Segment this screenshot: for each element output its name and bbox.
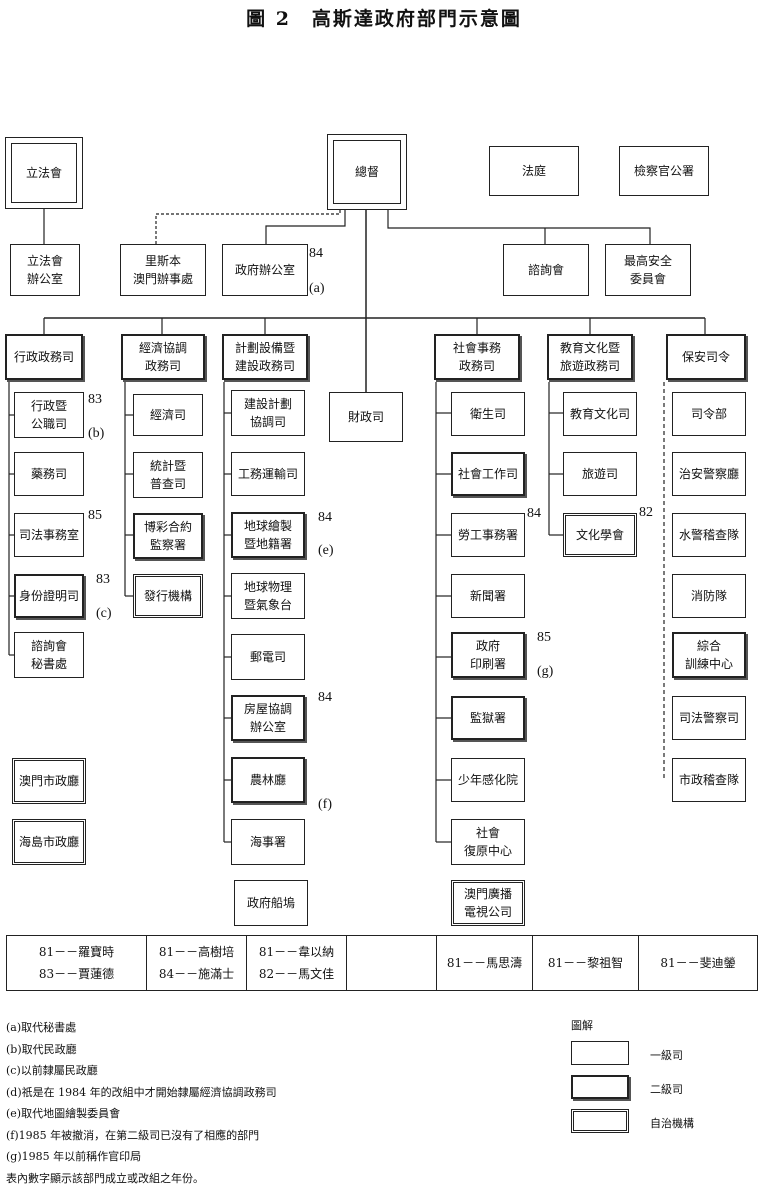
officials-cell-3 [347,936,437,990]
planning-secretariat-box: 計劃設備暨 建設政務司 [222,334,308,380]
social-dept-7: 社會 復原中心 [451,819,525,865]
officials-table: 81－－羅寶時 83－－賈蓮德 81－－高樹培 84－－施滿士 81－－韋以納 … [6,935,758,991]
note-planning-6: (f) [318,797,332,813]
footnote-d: (d)祇是在 1984 年的改組中才開始隸屬經濟協調政務司 [6,1082,277,1104]
econ-secretariat-box: 經濟協調 政務司 [121,334,205,380]
legislature-label: 立法會 [11,143,77,203]
note-planning-2: (e) [318,543,334,559]
footnote-c: (c)以前隸屬民政廳 [6,1060,277,1082]
prosecutor-box: 檢察官公署 [619,146,709,196]
security-dept-3: 消防隊 [672,574,746,618]
year-admin-0: 83 [88,392,102,408]
security-dept-5: 司法警察司 [672,696,746,740]
social-dept-2: 勞工事務署 [451,513,525,557]
municipal-1: 海島市政廳 [12,819,86,865]
officials-cell-5: 81－－黎祖智 [533,936,639,990]
security-secretariat-box: 保安司令 [666,334,746,380]
officials-cell-0: 81－－羅寶時 83－－賈蓮德 [7,936,147,990]
footnotes: (a)取代秘書處 (b)取代民政廳 (c)以前隸屬民政廳 (d)祇是在 1984… [6,1017,277,1189]
security-dept-1: 治安警察廳 [672,452,746,496]
security-council-box: 最高安全 委員會 [605,244,691,296]
officials-cell-2: 81－－韋以納 82－－馬文佳 [247,936,347,990]
admin-dept-2: 司法事務室 [14,513,84,557]
legend-level1-label: 一級司 [650,1047,683,1063]
admin-dept-3: 身份證明司 [14,574,84,618]
year-education-2: 82 [639,505,653,521]
year-planning-2: 84 [318,510,332,526]
year-admin-3: 83 [96,572,110,588]
education-dept-1: 旅遊司 [563,452,637,496]
officials-cell-4: 81－－馬思濤 [437,936,533,990]
social-dept-5: 監獄署 [451,696,525,740]
note-gov-office: (a) [309,281,325,297]
planning-dept-5: 房屋協調 辦公室 [231,695,305,741]
legend-level2-swatch [571,1075,629,1099]
social-secretariat-box: 社會事務 政務司 [434,334,520,380]
court-box: 法庭 [489,146,579,196]
legend: 圖解 一級司 二級司 自治機構 [565,1017,755,1137]
econ-dept-3: 發行機構 [133,574,203,618]
footnote-f: (f)1985 年被撤消，在第二級司已沒有了相應的部門 [6,1125,277,1147]
planning-dept-8: 政府船塢 [234,880,308,926]
legend-title: 圖解 [571,1017,593,1033]
lisbon-office-box: 里斯本 澳門辦事處 [120,244,206,296]
social-dept-3: 新聞署 [451,574,525,618]
officials-cell-6: 81－－斐迪鎣 [639,936,757,990]
finance-box: 財政司 [329,392,403,442]
consultative-box: 諮詢會 [503,244,589,296]
municipal-0: 澳門市政廳 [12,758,86,804]
year-social-2: 84 [527,506,541,522]
footnote-b: (b)取代民政廳 [6,1039,277,1061]
governor-box: 總督 [327,134,407,210]
legend-level1-swatch [571,1041,629,1065]
note-social-4: (g) [537,664,553,680]
planning-dept-0: 建設計劃 協調司 [231,390,305,436]
social-dept-0: 衛生司 [451,392,525,436]
officials-cell-1: 81－－高樹培 84－－施滿士 [147,936,247,990]
year-planning-5: 84 [318,690,332,706]
gov-office-box: 政府辦公室 [222,244,308,296]
planning-dept-4: 郵電司 [231,634,305,680]
legend-autonomous-label: 自治機構 [650,1115,694,1131]
legend-autonomous-swatch [571,1109,629,1133]
year-social-4: 85 [537,630,551,646]
legislature-box: 立法會 [5,137,83,209]
planning-dept-6: 農林廳 [231,757,305,803]
admin-dept-1: 藥務司 [14,452,84,496]
admin-dept-0: 行政暨 公職司 [14,392,84,438]
econ-dept-1: 統計暨 普查司 [133,452,203,498]
footnote-g: (g)1985 年以前稱作官印局 [6,1146,277,1168]
social-dept-8: 澳門廣播 電視公司 [451,880,525,926]
governor-label: 總督 [333,140,401,204]
planning-dept-2: 地球繪製 暨地籍署 [231,512,305,558]
security-dept-6: 市政稽查隊 [672,758,746,802]
planning-dept-7: 海事署 [231,819,305,865]
legend-level2-label: 二級司 [650,1081,683,1097]
econ-dept-0: 經濟司 [133,394,203,436]
education-secretariat-box: 教育文化暨 旅遊政務司 [547,334,633,380]
admin-secretariat-box: 行政政務司 [5,334,83,380]
note-admin-3: (c) [96,606,112,622]
year-gov-office: 84 [309,246,323,262]
planning-dept-3: 地球物理 暨氣象台 [231,573,305,619]
education-dept-2: 文化學會 [563,513,637,557]
security-dept-0: 司令部 [672,392,746,436]
social-dept-1: 社會工作司 [451,452,525,496]
admin-dept-4: 諮詢會 秘書處 [14,632,84,678]
econ-dept-2: 博彩合約 監察署 [133,513,203,559]
education-dept-0: 教育文化司 [563,392,637,436]
footnote-e: (e)取代地圖繪製委員會 [6,1103,277,1125]
social-dept-4: 政府 印刷署 [451,632,525,678]
social-dept-6: 少年感化院 [451,758,525,802]
year-admin-2: 85 [88,508,102,524]
note-admin-0: (b) [88,426,104,442]
footnote-a: (a)取代秘書處 [6,1017,277,1039]
planning-dept-1: 工務運輸司 [231,452,305,496]
footnote-years: 表內數字顯示該部門成立或改組之年份。 [6,1168,277,1189]
legislature-office-box: 立法會 辦公室 [10,244,80,296]
security-dept-2: 水警稽查隊 [672,513,746,557]
security-dept-4: 綜合 訓練中心 [672,632,746,678]
